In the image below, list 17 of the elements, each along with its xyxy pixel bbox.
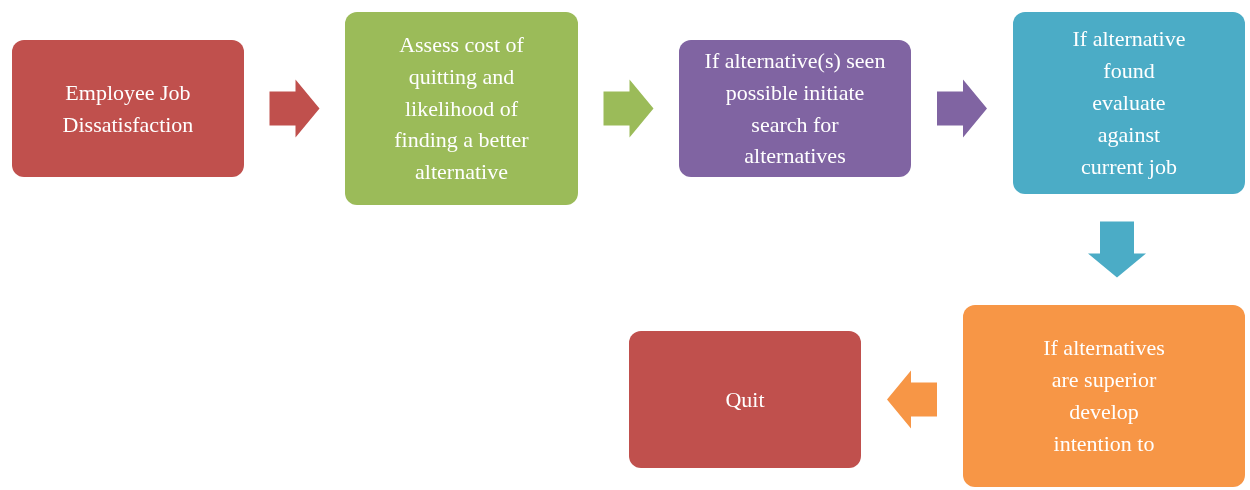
process-box <box>963 305 1245 487</box>
box-text: If alternative(s) seen possible initiate search for alternatives <box>703 46 887 171</box>
box-text: Employee Job Dissatisfaction <box>61 78 195 139</box>
process-box <box>345 12 578 205</box>
process-box <box>1013 12 1245 194</box>
process-box <box>629 331 861 468</box>
block-arrow <box>603 79 654 138</box>
block-arrow <box>937 79 987 138</box>
process-box <box>12 40 244 177</box>
process-box <box>679 40 911 177</box>
block-arrow <box>269 79 320 138</box>
box-text: If alternatives are superior develop intention to <box>1043 334 1165 458</box>
box-text: Assess cost of quitting and likelihood of finding a better alternative <box>393 30 530 187</box>
box-text: If alternative found evaluate against current job <box>1071 25 1187 181</box>
block-arrow <box>1088 221 1146 278</box>
block-arrow <box>887 370 937 429</box>
box-text: Quit <box>725 385 765 414</box>
